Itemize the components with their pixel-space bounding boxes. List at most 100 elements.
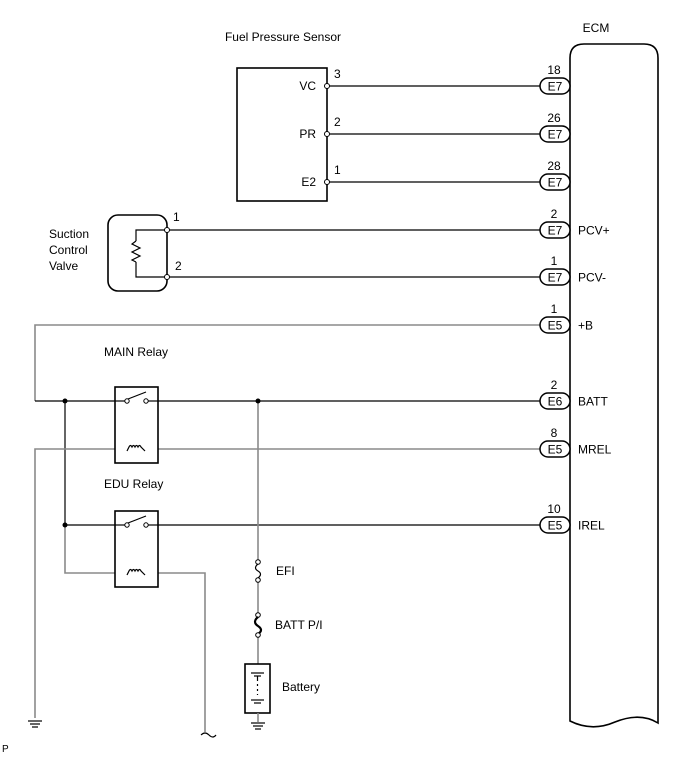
power-wiring bbox=[34, 324, 540, 738]
connector-badge bbox=[539, 268, 571, 286]
terminal-label-vc: VC bbox=[299, 79, 316, 93]
resistor-icon bbox=[130, 240, 142, 263]
switch-contact bbox=[124, 398, 130, 404]
main-relay-title: MAIN Relay bbox=[104, 345, 168, 359]
terminal-e2 bbox=[324, 179, 330, 185]
fuel-pressure-sensor-body bbox=[236, 67, 328, 202]
mrel-ground bbox=[28, 720, 42, 728]
main-relay: MAIN Relay bbox=[104, 345, 168, 464]
fuse-efi-label: EFI bbox=[276, 564, 295, 578]
pin-number: 1 bbox=[551, 254, 558, 268]
terminal-label-pr: PR bbox=[299, 127, 316, 141]
fuse-efi: EFI bbox=[254, 559, 295, 583]
ecm-pin-e5-1: E5 1 +B bbox=[539, 302, 593, 334]
ecm-title: ECM bbox=[583, 21, 610, 35]
battery-label: Battery bbox=[282, 680, 320, 694]
fuse-batt-pi: BATT P/I bbox=[253, 612, 323, 638]
connector-badge bbox=[539, 440, 571, 458]
connector-id: E6 bbox=[548, 395, 563, 409]
terminal-label-e2: E2 bbox=[301, 175, 316, 189]
coil-icon bbox=[126, 568, 146, 576]
pin-number: 2 bbox=[551, 207, 558, 221]
fuse-terminal bbox=[255, 577, 261, 583]
connector-badge bbox=[539, 77, 571, 95]
battery: Battery bbox=[244, 663, 320, 730]
fuse-terminal bbox=[255, 559, 261, 565]
sensor-pin-2: 2 bbox=[334, 115, 341, 129]
pin-number: 26 bbox=[547, 111, 561, 125]
fuse-terminal bbox=[255, 632, 261, 638]
fusible-link-icon bbox=[253, 616, 263, 635]
coil-icon bbox=[126, 444, 146, 452]
wire-mrel bbox=[34, 448, 540, 718]
sensor-pin-1: 1 bbox=[334, 163, 341, 177]
fuse-icon bbox=[254, 563, 262, 579]
scv-title-line-1: Suction bbox=[49, 227, 89, 241]
signal-label: BATT bbox=[578, 395, 608, 409]
scv-title-line-2: Control bbox=[49, 243, 88, 257]
fuel-pressure-sensor: Fuel Pressure Sensor VC PR E2 3 2 1 bbox=[225, 30, 540, 202]
switch-contact bbox=[143, 398, 149, 404]
fuse-terminal bbox=[255, 612, 261, 618]
wire-plus-b bbox=[34, 324, 540, 401]
ecm-connectors: E718E726E728E72PCV+E71PCV-E51+BE62BATTE5… bbox=[539, 63, 612, 534]
scv-internal-top bbox=[135, 229, 167, 241]
pin-number: 28 bbox=[547, 159, 561, 173]
connector-badge bbox=[539, 392, 571, 410]
suction-control-valve: Suction Control Valve 1 2 bbox=[49, 210, 540, 292]
connector-id: E7 bbox=[548, 128, 563, 142]
scv-terminal-1 bbox=[164, 227, 170, 233]
ecm-outline bbox=[569, 43, 659, 728]
terminal-vc bbox=[324, 83, 330, 89]
main-relay-body bbox=[114, 386, 159, 464]
pin-number: 2 bbox=[551, 378, 558, 392]
scv-internal-bottom bbox=[135, 262, 167, 278]
connector-id: E7 bbox=[548, 176, 563, 190]
connector-badge bbox=[539, 516, 571, 534]
signal-label: PCV+ bbox=[578, 224, 610, 238]
terminal-pr bbox=[324, 131, 330, 137]
connector-id: E7 bbox=[548, 224, 563, 238]
junction-dot bbox=[255, 398, 261, 404]
signal-label: MREL bbox=[578, 443, 612, 457]
switch-icon bbox=[127, 515, 147, 524]
switch-contact bbox=[143, 522, 149, 528]
signal-label: +B bbox=[578, 319, 593, 333]
pin-number: 1 bbox=[551, 302, 558, 316]
wire-break-icon bbox=[200, 732, 217, 738]
scv-body bbox=[107, 214, 168, 292]
battery-body bbox=[244, 663, 271, 714]
footer-mark: P bbox=[2, 744, 9, 755]
connector-badge bbox=[539, 316, 571, 334]
connector-id: E5 bbox=[548, 519, 563, 533]
scv-pin-2: 2 bbox=[175, 259, 182, 273]
switch-icon bbox=[127, 391, 147, 400]
edu-relay-title: EDU Relay bbox=[104, 477, 163, 491]
fuel-pressure-sensor-title: Fuel Pressure Sensor bbox=[225, 30, 341, 44]
edu-relay: EDU Relay bbox=[104, 477, 163, 588]
junction-dot bbox=[62, 522, 68, 528]
connector-id: E5 bbox=[548, 443, 563, 457]
connector-badge bbox=[539, 173, 571, 191]
pin-number: 8 bbox=[551, 426, 558, 440]
connector-badge bbox=[539, 125, 571, 143]
scv-title-line-3: Valve bbox=[49, 259, 78, 273]
pin-number: 18 bbox=[547, 63, 561, 77]
signal-label: IREL bbox=[578, 519, 605, 533]
signal-label: PCV- bbox=[578, 271, 606, 285]
edu-relay-body bbox=[114, 510, 159, 588]
pin-number: 10 bbox=[547, 502, 561, 516]
connector-id: E5 bbox=[548, 319, 563, 333]
junction-dot bbox=[62, 398, 68, 404]
connector-id: E7 bbox=[548, 271, 563, 285]
scv-terminal-2 bbox=[164, 274, 170, 280]
